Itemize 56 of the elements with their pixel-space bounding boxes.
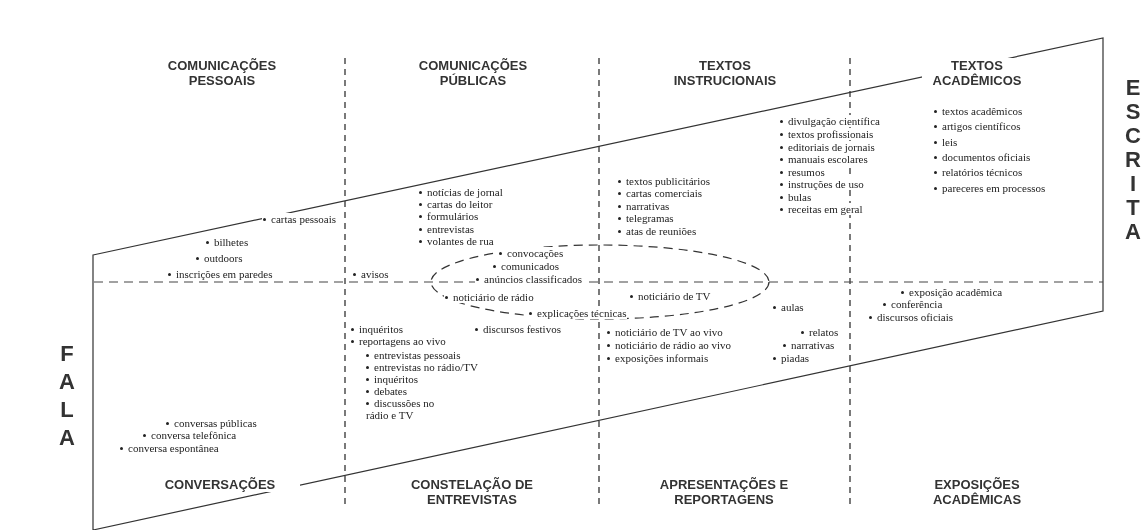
list-item: artigos científicos: [933, 120, 1022, 132]
list-item: divulgação científica: [779, 115, 881, 127]
list-item: textos acadêmicos: [933, 105, 1024, 117]
list-item: conversa espontânea: [119, 442, 220, 454]
list-item: noticiário de TV ao vivo: [606, 326, 724, 338]
list-item: explicações técnicas: [528, 307, 628, 319]
list-item: bulas: [779, 191, 813, 203]
list-item: narrativas: [782, 339, 836, 351]
list-item: entrevistas: [418, 223, 476, 235]
list-item: relatos: [800, 326, 840, 338]
list-item: discursos oficiais: [868, 311, 955, 323]
list-item: notícias de jornal: [418, 186, 504, 198]
list-item: relatórios técnicos: [933, 166, 1024, 178]
list-item: noticiário de rádio: [444, 291, 535, 303]
list-item: debates: [365, 385, 408, 397]
list-item: outdoors: [195, 252, 244, 264]
list-item: convocações: [498, 247, 565, 259]
list-item: bilhetes: [205, 236, 250, 248]
list-item: inquéritos: [350, 323, 404, 335]
list-item: cartas comerciais: [617, 187, 704, 199]
list-item: conferência: [882, 298, 944, 310]
list-item: inscrições em paredes: [167, 268, 274, 280]
list-item: comunicados: [492, 260, 561, 272]
list-item: narrativas: [617, 200, 671, 212]
list-item: avisos: [352, 268, 390, 280]
list-item: reportagens ao vivo: [350, 335, 447, 347]
list-item: manuais escolares: [779, 153, 869, 165]
dashed-ellipse: [430, 244, 770, 320]
list-item: piadas: [772, 352, 811, 364]
list-item: instruções de uso: [779, 178, 865, 190]
list-item: telegramas: [617, 212, 675, 224]
list-item: exposição acadêmica: [900, 286, 1004, 298]
axis-label: FALA: [58, 340, 76, 452]
list-item: aulas: [772, 301, 805, 313]
list-item: volantes de rua: [418, 235, 495, 247]
axis-label: ESCRITA: [1124, 76, 1142, 244]
list-item: textos publicitários: [617, 175, 711, 187]
list-item: documentos oficiais: [933, 151, 1032, 163]
list-item: textos profissionais: [779, 128, 875, 140]
list-item: cartas do leitor: [418, 198, 494, 210]
list-item: formulários: [418, 210, 480, 222]
list-item: receitas em geral: [779, 203, 864, 215]
list-item: anúncios classificados: [475, 273, 584, 285]
list-item: entrevistas no rádio/TV: [365, 361, 479, 373]
list-item: noticiário de TV: [629, 290, 712, 302]
list-item: cartas pessoais: [262, 213, 338, 225]
list-item: discursos festivos: [474, 323, 562, 335]
list-item: entrevistas pessoais: [365, 349, 462, 361]
list-item: noticiário de rádio ao vivo: [606, 339, 733, 351]
list-item: leis: [933, 136, 959, 148]
list-item: inquéritos: [365, 373, 419, 385]
list-item: exposições informais: [606, 352, 710, 364]
list-item: conversas públicas: [165, 417, 258, 429]
list-item: conversa telefônica: [142, 429, 238, 441]
list-item: atas de reuniões: [617, 225, 698, 237]
list-item: editoriais de jornais: [779, 141, 876, 153]
